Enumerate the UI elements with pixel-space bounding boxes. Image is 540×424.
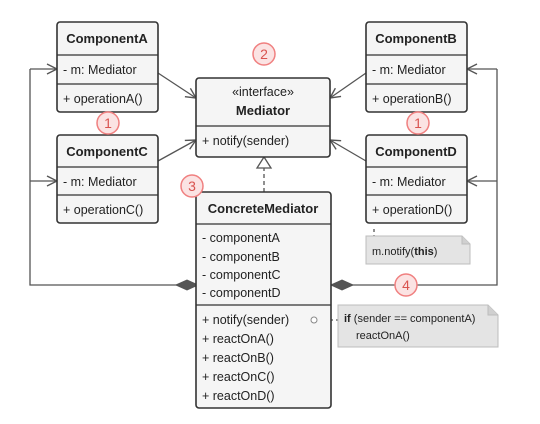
concrete-field: - componentD xyxy=(202,286,281,300)
component-b-field: - m: Mediator xyxy=(372,63,446,77)
concrete-field: - componentC xyxy=(202,268,281,282)
svg-text:4: 4 xyxy=(402,277,410,293)
class-component-a[interactable]: ComponentA - m: Mediator + operationA() xyxy=(56,21,159,113)
class-mediator-interface[interactable]: «interface» Mediator + notify(sender) xyxy=(195,77,331,158)
step-marker-1-right: 1 xyxy=(406,111,430,135)
component-c-field: - m: Mediator xyxy=(63,175,137,189)
concrete-method: + reactOnB() xyxy=(202,351,274,365)
step-marker-4: 4 xyxy=(394,273,418,297)
svg-text:if (sender == componentA): if (sender == componentA) xyxy=(344,313,475,325)
component-d-method: + operationD() xyxy=(372,203,452,217)
if-note-condition: (sender == componentA) xyxy=(351,313,476,325)
component-a-method: + operationA() xyxy=(63,92,143,106)
arrow-a-to-mediator xyxy=(157,72,196,98)
step-marker-2: 2 xyxy=(252,42,276,66)
arrow-b-to-mediator xyxy=(330,72,367,98)
note-if-sender: if (sender == componentA) reactOnA() xyxy=(337,304,499,348)
concrete-mediator-title: ConcreteMediator xyxy=(208,201,319,216)
aggregation-right-line xyxy=(338,69,498,286)
component-d-field: - m: Mediator xyxy=(372,175,446,189)
if-note-line2: reactOnA() xyxy=(356,330,410,342)
realization-arrowhead xyxy=(255,155,273,169)
aggregation-left-line xyxy=(29,69,188,286)
mediator-stereotype: «interface» xyxy=(232,85,294,99)
component-c-title: ComponentC xyxy=(66,144,148,159)
if-note-keyword: if xyxy=(344,313,351,325)
class-component-b[interactable]: ComponentB - m: Mediator + operationB() xyxy=(365,21,468,113)
connectors xyxy=(29,69,498,321)
concrete-field: - componentA xyxy=(202,231,280,245)
concrete-method: + reactOnA() xyxy=(202,332,274,346)
arrow-d-to-mediator xyxy=(330,140,367,162)
concrete-method: + reactOnD() xyxy=(202,389,275,403)
mediator-method: + notify(sender) xyxy=(202,134,289,148)
class-component-c[interactable]: ComponentC - m: Mediator + operationC() xyxy=(56,134,159,224)
svg-text:1: 1 xyxy=(414,115,422,131)
component-b-method: + operationB() xyxy=(372,92,452,106)
component-b-title: ComponentB xyxy=(375,31,457,46)
component-a-title: ComponentA xyxy=(66,31,148,46)
note-anchor-circle xyxy=(310,316,318,324)
component-d-title: ComponentD xyxy=(375,144,457,159)
arrow-c-to-mediator xyxy=(157,140,196,162)
class-component-d[interactable]: ComponentD - m: Mediator + operationD() xyxy=(365,134,468,224)
notify-note-keyword: this xyxy=(414,246,434,258)
notify-note-prefix: m.notify( xyxy=(372,246,415,258)
component-a-field: - m: Mediator xyxy=(63,63,137,77)
class-concrete-mediator[interactable]: ConcreteMediator - componentA - componen… xyxy=(195,191,332,409)
note-notify: m.notify(this) xyxy=(365,235,471,265)
svg-text:1: 1 xyxy=(104,115,112,131)
mediator-title: Mediator xyxy=(236,103,290,118)
concrete-field: - componentB xyxy=(202,250,280,264)
component-c-method: + operationC() xyxy=(63,203,143,217)
aggregation-diamond-right xyxy=(329,279,355,291)
svg-text:2: 2 xyxy=(260,46,268,62)
aggregation-diamond-left xyxy=(174,279,200,291)
step-marker-3: 3 xyxy=(180,174,204,198)
svg-text:3: 3 xyxy=(188,178,196,194)
svg-text:m.notify(this): m.notify(this) xyxy=(372,246,437,258)
concrete-method: + reactOnC() xyxy=(202,370,275,384)
concrete-method: + notify(sender) xyxy=(202,313,289,327)
step-marker-1-left: 1 xyxy=(96,111,120,135)
notify-note-suffix: ) xyxy=(434,246,438,258)
